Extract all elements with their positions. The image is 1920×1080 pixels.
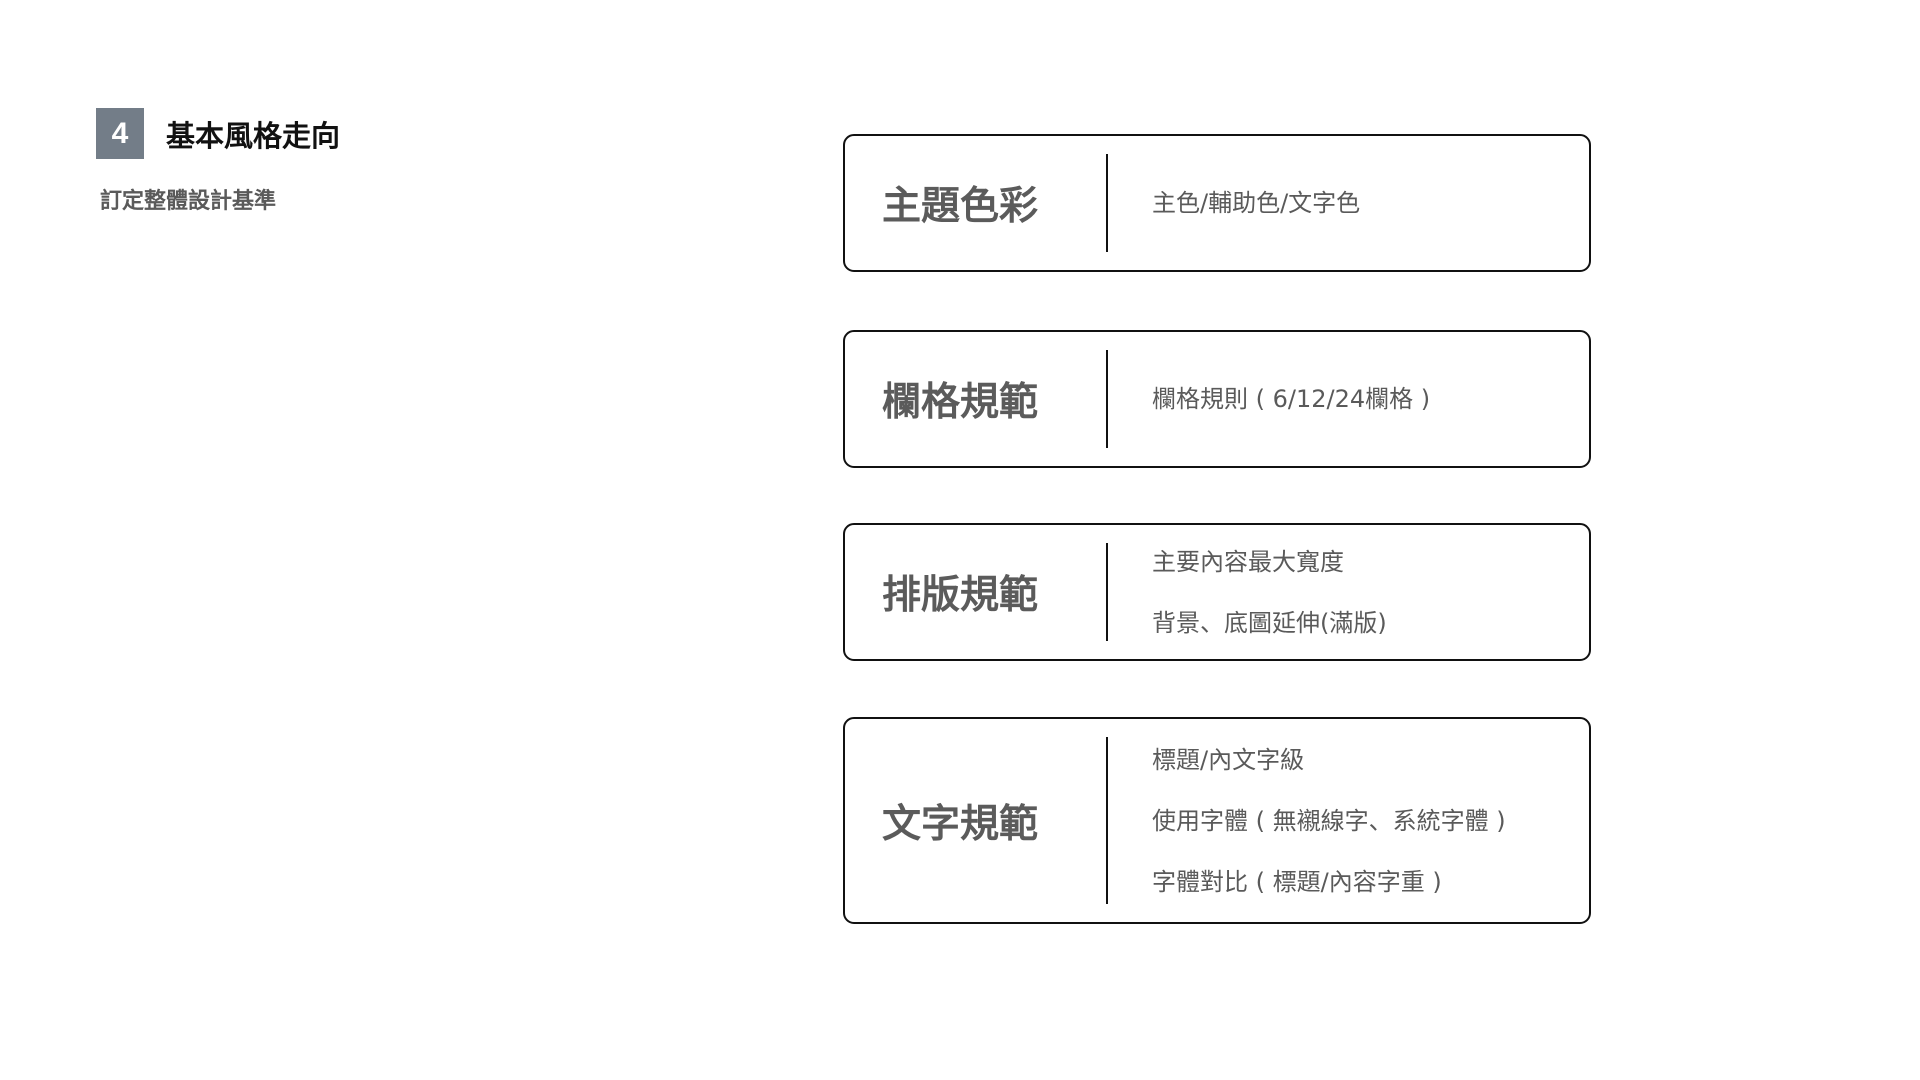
card-grid-rules: 欄格規範 欄格規則 ( 6/12/24欄格 ) (843, 330, 1591, 468)
card-body: 標題/內文字級 使用字體 ( 無襯線字、系統字體 ) 字體對比 ( 標題/內容字… (1152, 719, 1569, 922)
card-body: 主色/輔助色/文字色 (1152, 136, 1569, 270)
card-theme-colors: 主題色彩 主色/輔助色/文字色 (843, 134, 1591, 272)
card-title: 主題色彩 (882, 184, 1039, 229)
section-number-badge: 4 (96, 108, 144, 159)
card-typography-rules: 文字規範 標題/內文字級 使用字體 ( 無襯線字、系統字體 ) 字體對比 ( 標… (843, 717, 1591, 924)
card-line: 欄格規則 ( 6/12/24欄格 ) (1152, 385, 1431, 413)
card-title: 文字規範 (882, 801, 1039, 847)
card-line: 背景、底圖延伸(滿版) (1152, 608, 1387, 637)
card-divider (1106, 543, 1108, 641)
card-title: 排版規範 (882, 573, 1039, 618)
card-line: 使用字體 ( 無襯線字、系統字體 ) (1152, 806, 1506, 835)
card-layout-rules: 排版規範 主要內容最大寬度 背景、底圖延伸(滿版) (843, 523, 1591, 661)
card-title: 欄格規範 (882, 380, 1039, 425)
card-body: 欄格規則 ( 6/12/24欄格 ) (1152, 332, 1569, 466)
card-body: 主要內容最大寬度 背景、底圖延伸(滿版) (1152, 525, 1569, 659)
card-line: 主要內容最大寬度 (1152, 547, 1344, 576)
card-line: 主色/輔助色/文字色 (1152, 189, 1361, 217)
card-divider (1106, 154, 1108, 252)
card-line: 字體對比 ( 標題/內容字重 ) (1152, 867, 1442, 896)
section-subtitle: 訂定整體設計基準 (100, 189, 277, 214)
card-divider (1106, 350, 1108, 448)
section-title: 基本風格走向 (166, 118, 341, 153)
card-line: 標題/內文字級 (1152, 745, 1305, 774)
section-header: 4 基本風格走向 (96, 108, 340, 159)
card-divider (1106, 737, 1108, 904)
